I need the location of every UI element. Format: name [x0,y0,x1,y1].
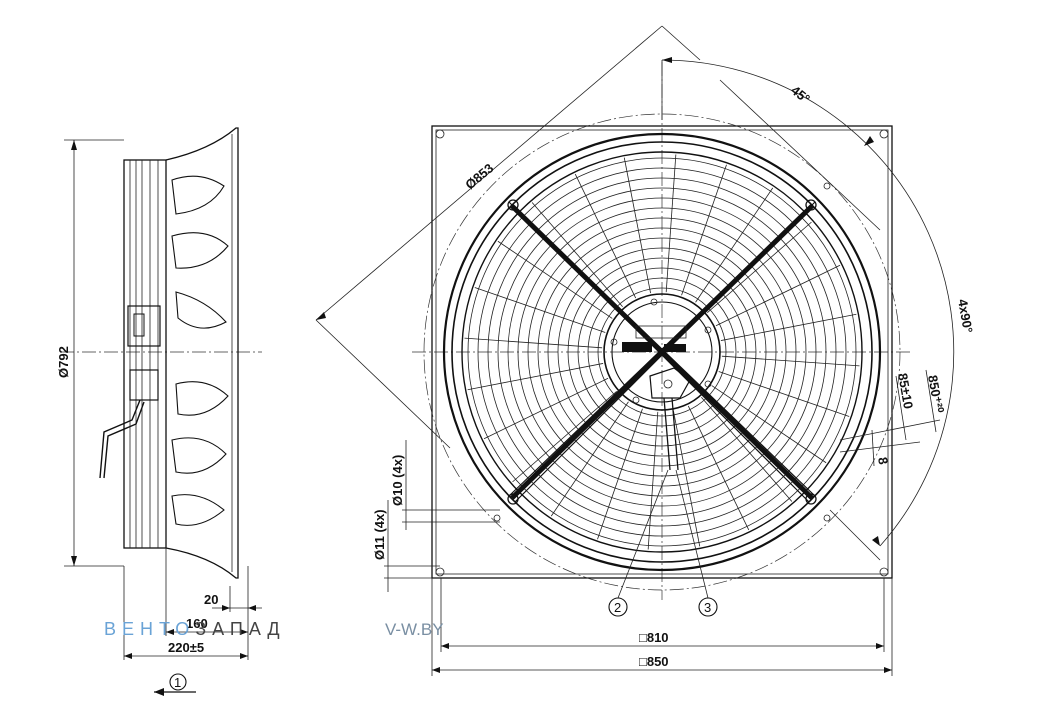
guard-ring [467,157,857,547]
guard-spoke [467,363,604,391]
guard-ring [567,257,757,447]
guard-spoke [687,405,750,531]
dim-850-radial: 850⁺²⁰ [925,374,947,415]
watermark-brand: ВЕНТОЗАПАД [104,619,286,640]
guard-ring [477,167,847,537]
watermark-brand-part-a: ВЕНТО [104,619,196,639]
guard-spoke [720,313,857,341]
guard-spoke [531,202,623,307]
guard-spoke [550,401,629,517]
guard-spoke [647,411,659,550]
dim-220: 220±5 [168,640,204,655]
guard-rings [467,157,857,547]
guard-spoke [718,371,850,417]
guard-ring [587,277,737,427]
guard-spoke [707,221,812,313]
guard-spoke [711,385,827,464]
guard-spoke [623,157,651,294]
dim-square-850: □850 [639,654,669,669]
dim-hole-10: Ø10 (4x) [390,455,405,506]
guard-ring [517,207,807,497]
guard-spoke [695,187,774,303]
dim-160: 160 [186,616,208,631]
front-view: Ø853 45° 4x90° 85±10 850⁺²⁰ 8 Ø10 (4x) Ø… [315,25,976,676]
side-view: Ø792 20 160 220±5 1 [56,127,262,696]
guard-spoke [665,154,677,293]
guard-spoke [474,287,606,333]
guard-ring [507,197,817,507]
guard-ring [557,247,767,457]
guard-spoke [681,164,727,296]
guard-spoke [721,355,860,367]
guard-spokes [464,154,860,550]
guard-ring [547,237,777,467]
guard-spoke [512,391,617,483]
callout-1: 1 [174,675,181,690]
guard-spoke [574,173,637,299]
guard-spoke [464,337,603,349]
dim-diameter-853: Ø853 [462,160,496,192]
dim-square-810: □810 [639,630,669,645]
guard-ring [537,227,787,477]
guard-ring [497,187,827,517]
guard-ring [577,267,747,437]
guard-spoke [483,377,609,440]
callout-2: 2 [614,600,621,615]
guard-ring [597,287,727,417]
dim-hole-11: Ø11 (4x) [372,509,387,560]
callout-3: 3 [704,600,711,615]
watermark-brand-part-b: ЗАПАД [195,619,286,639]
guard-spoke [701,397,793,502]
guard-spoke [497,240,613,319]
guard-spoke [597,408,643,540]
guard-spoke [673,410,701,547]
guard-spoke [715,264,841,327]
dim-20: 20 [204,592,218,607]
dim-diameter-792: Ø792 [56,346,71,378]
watermark-site: V-W.BY [385,620,444,639]
dim-85: 85±10 [895,372,916,410]
dim-8: 8 [875,456,891,466]
guard-ring [487,177,837,527]
angle-4x90: 4x90° [955,298,976,334]
angle-45: 45° [788,83,813,107]
